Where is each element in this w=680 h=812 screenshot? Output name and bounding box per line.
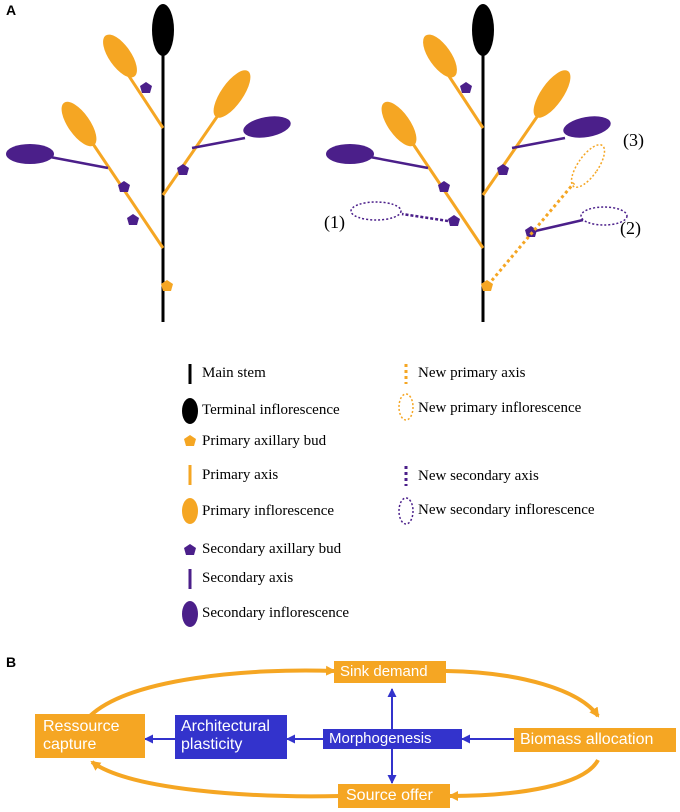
arrow-source-to-capture <box>90 760 341 799</box>
plant-modified <box>326 4 628 322</box>
primary-axis <box>123 69 165 129</box>
legend-primary-axis: Primary axis <box>202 467 279 483</box>
secondary-inflorescence <box>326 144 374 164</box>
secondary-inflorescence <box>6 144 54 164</box>
arrow-allocation-to-source <box>448 758 600 801</box>
secondary-axis <box>369 155 429 170</box>
secondary-axis <box>511 136 566 150</box>
secondary-inflorescence <box>563 116 611 138</box>
legend-new-primary-axis: New primary axis <box>418 365 526 381</box>
callout-2: (2) <box>620 218 641 238</box>
new-primary-inflorescence-icon <box>398 393 414 421</box>
callout-3: (3) <box>623 130 644 150</box>
terminal-inflorescence-icon <box>182 398 198 424</box>
new-primary-inflorescence <box>570 143 606 189</box>
secondary-axis <box>49 155 109 170</box>
terminal-inflorescence <box>472 4 494 56</box>
primary-inflorescence <box>61 101 97 147</box>
new-secondary-axis <box>401 212 449 223</box>
primary-inflorescence <box>381 101 417 147</box>
legend-new-primary-inflorescence: New primary inflorescence <box>418 400 582 416</box>
arrow-sink-to-allocation <box>445 669 600 718</box>
panel-label-b: B <box>6 654 17 670</box>
morphogenesis-box: Morphogenesis <box>323 729 462 749</box>
secondary-axis <box>530 218 584 234</box>
panel-label-a: A <box>6 2 17 18</box>
primary-inflorescence <box>103 34 137 78</box>
legend-secondary-axillary-bud: Secondary axillary bud <box>202 541 342 557</box>
plant-architecture-diagram <box>6 4 628 322</box>
primary-inflorescence <box>533 70 571 118</box>
terminal-inflorescence <box>152 4 174 56</box>
new-secondary-inflorescence <box>350 201 402 221</box>
resource-capture-box: Ressource capture <box>35 714 145 758</box>
legend-new-secondary-axis: New secondary axis <box>418 468 539 484</box>
legend-terminal-inflorescence: Terminal inflorescence <box>202 402 340 418</box>
callout-1: (1) <box>324 212 345 232</box>
architectural-plasticity-box: Architectural plasticity <box>175 715 287 759</box>
primary-inflorescence <box>423 34 457 78</box>
secondary-inflorescence-icon <box>182 601 198 627</box>
legend-secondary-inflorescence: Secondary inflorescence <box>202 605 350 621</box>
primary-inflorescence-icon <box>182 498 198 524</box>
new-secondary-inflorescence <box>580 206 628 226</box>
new-secondary-inflorescence-icon <box>398 497 414 525</box>
secondary-inflorescence <box>243 116 291 138</box>
primary-axis <box>443 69 485 129</box>
sink-demand-box: Sink demand <box>334 661 446 683</box>
new-primary-axis <box>486 182 576 286</box>
legend-icons <box>182 364 414 627</box>
biomass-allocation-box: Biomass allocation <box>514 728 676 752</box>
legend-primary-axillary-bud: Primary axillary bud <box>202 433 327 449</box>
legend-primary-inflorescence: Primary inflorescence <box>202 503 335 519</box>
plant-original <box>6 4 291 322</box>
source-offer-box: Source offer <box>338 784 450 808</box>
legend-new-secondary-inflorescence: New secondary inflorescence <box>418 502 595 518</box>
secondary-axis <box>191 136 246 150</box>
primary-inflorescence <box>213 70 251 118</box>
arrow-capture-to-sink <box>88 665 336 718</box>
legend-main-stem: Main stem <box>202 365 266 381</box>
legend-secondary-axis: Secondary axis <box>202 570 294 586</box>
